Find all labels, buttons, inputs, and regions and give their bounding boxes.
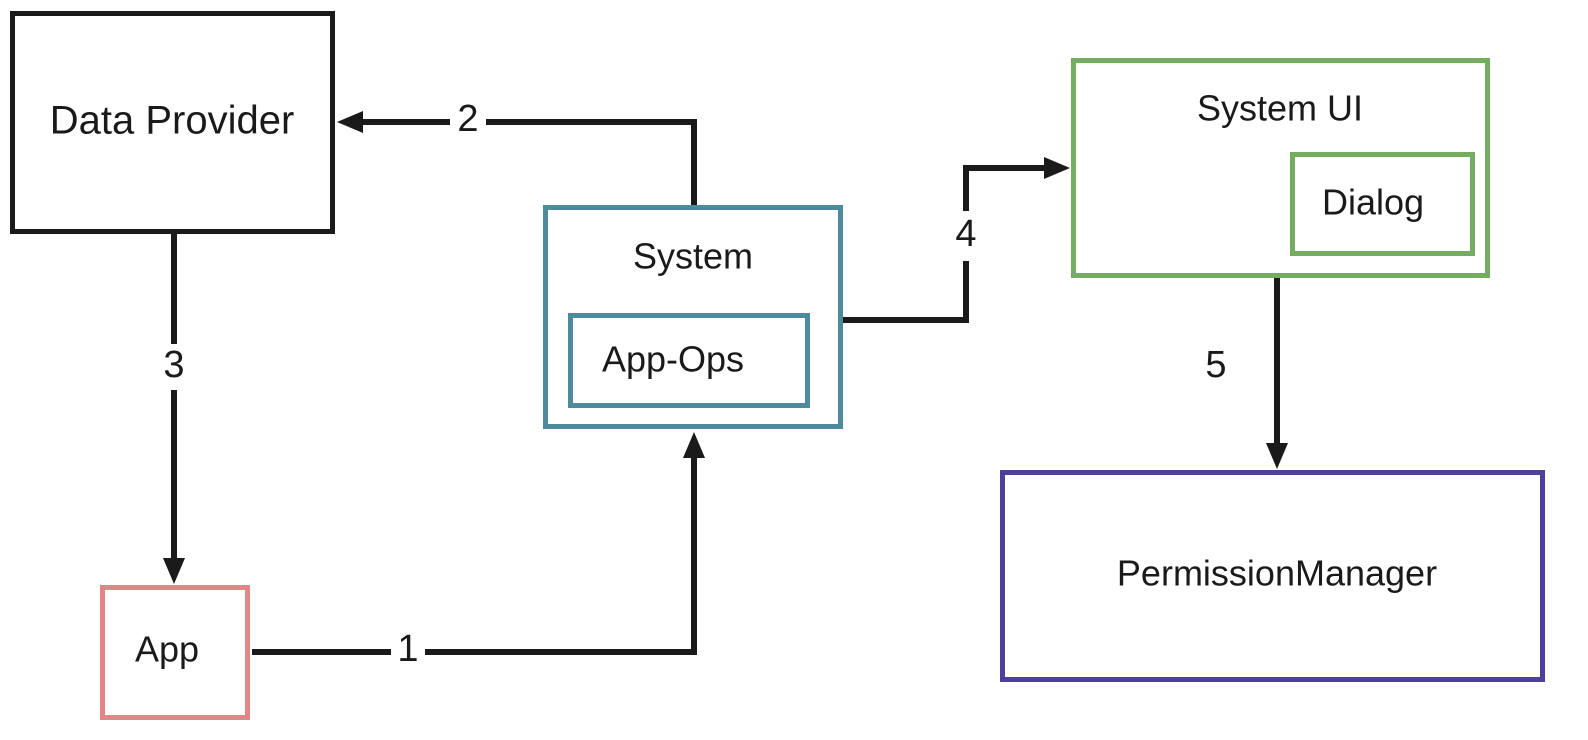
node-label-permission-manager: PermissionManager (1117, 553, 1437, 594)
node-label-system: System (633, 236, 753, 277)
edge-label-backdrop-edge-4 (949, 211, 983, 261)
node-label-dialog: Dialog (1322, 182, 1424, 223)
edge-line-edge-1 (252, 443, 697, 655)
edge-line-edge-2 (348, 119, 697, 205)
edge-label-backdrop-edge-3 (157, 344, 191, 390)
node-rect-permission-manager (1000, 470, 1545, 682)
edges-layer: 1 2 3 4 5 (157, 98, 1288, 672)
edge-label-edge-2: 2 (457, 98, 478, 140)
node-label-data-provider: Data Provider (50, 99, 295, 143)
node-app[interactable]: App (100, 585, 250, 720)
arrowhead-edge-5 (1266, 443, 1288, 469)
node-label-system-ui: System UI (1197, 88, 1363, 129)
edge-edge-3[interactable]: 3 (157, 234, 191, 584)
node-app-ops[interactable]: App-Ops (568, 313, 810, 408)
arrowhead-edge-1 (683, 432, 705, 458)
arrowhead-edge-3 (163, 558, 185, 584)
node-rect-app-ops (568, 313, 810, 408)
node-label-app: App (135, 629, 199, 670)
edge-label-edge-3: 3 (163, 344, 184, 386)
node-label-app-ops: App-Ops (602, 339, 744, 380)
node-rect-app (100, 585, 250, 720)
edge-label-edge-4: 4 (955, 213, 976, 255)
edge-label-edge-5: 5 (1205, 344, 1226, 386)
edge-edge-4[interactable]: 4 (843, 157, 1070, 323)
arrowhead-edge-4 (1044, 157, 1070, 179)
arrowhead-edge-2 (337, 111, 363, 133)
node-rect-dialog (1290, 152, 1475, 256)
edge-edge-2[interactable]: 2 (337, 98, 697, 205)
edge-label-backdrop-edge-1 (391, 630, 425, 672)
edge-edge-1[interactable]: 1 (252, 432, 705, 672)
node-rect-data-provider (10, 11, 335, 234)
node-data-provider[interactable]: Data Provider (10, 11, 335, 234)
node-dialog[interactable]: Dialog (1290, 152, 1475, 256)
node-permission-manager[interactable]: PermissionManager (1000, 470, 1545, 682)
edge-edge-5[interactable]: 5 (1205, 278, 1288, 469)
edge-label-backdrop-edge-2 (450, 99, 486, 143)
edge-label-edge-1: 1 (397, 628, 418, 670)
